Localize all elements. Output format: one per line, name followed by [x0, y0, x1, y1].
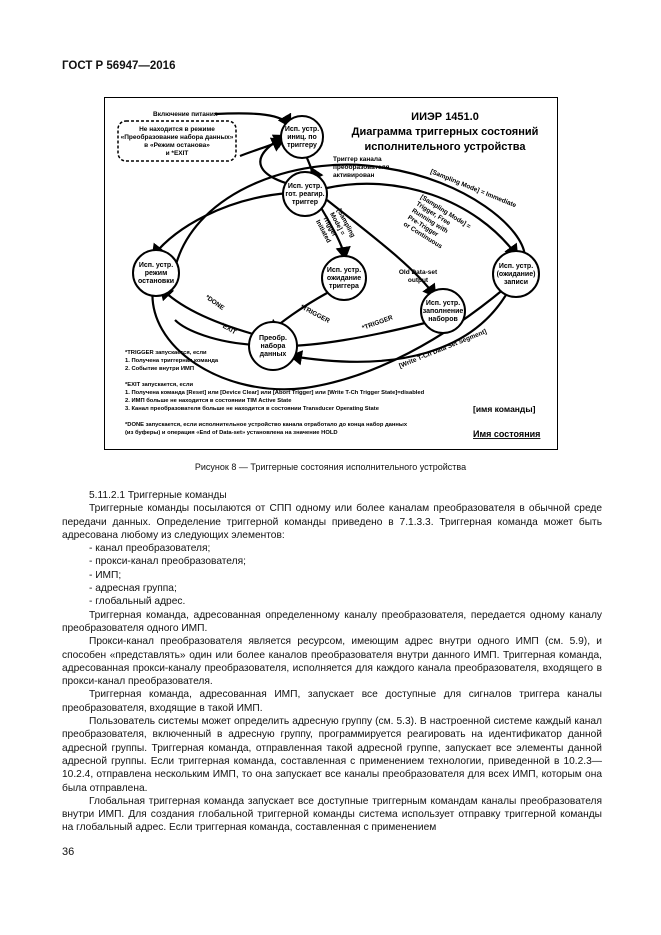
arc-ready-storage — [326, 182, 519, 258]
sampling-trigger-label: [Sampling Mode] =Trigger, FreeRunning wi… — [402, 194, 472, 258]
arc-ready-buffer — [326, 199, 437, 298]
standard-header: ГОСТ Р 56947—2016 — [62, 60, 176, 72]
page-number: 36 — [62, 846, 75, 858]
paragraph: Пользователь системы может определить ад… — [62, 716, 602, 794]
done-note: *DONE запускается, если исполнительное у… — [125, 421, 408, 436]
arc-poweron — [214, 112, 292, 128]
arc-storage-transform — [288, 287, 511, 366]
list-item: - прокси-канал преобразователя; — [89, 556, 246, 568]
figure-caption: Рисунок 8 — Триггерные состояния исполни… — [194, 462, 467, 472]
state-ready-text: Исп. устр.гот. реагир.триггер — [285, 183, 324, 206]
paragraph: Триггерная команда, адресованная ИМП, за… — [62, 689, 602, 714]
trigger2-label: *TRIGGER — [361, 314, 394, 332]
arc-notinmode — [239, 137, 285, 158]
list-item: - канал преобразователя; — [89, 543, 211, 555]
exit-label: *EXIT — [219, 322, 237, 337]
arc-transform-rest — [159, 286, 254, 336]
power-on-label: Включение питания — [153, 111, 218, 118]
section-title: 5.11.2.1 Триггерные команды — [89, 490, 227, 501]
body-text: 5.11.2.1 Триггерные команды Триггерные к… — [62, 489, 602, 835]
state-waiting — [321, 255, 367, 301]
cmd-name-legend: [имя команды] — [473, 404, 536, 414]
sampling-immediate-label: [Sampling Mode] = Immediate — [429, 168, 517, 209]
paragraph: Триггерная команда, адресованная определ… — [62, 609, 602, 634]
not-in-mode-label: Не находится в режиме«Преобразование наб… — [121, 126, 234, 157]
paragraph: Триггерные команды посылаются от СПП одн… — [62, 503, 602, 541]
sampling-mode-small-label: [SamplingMode] =TriggerInitiated — [314, 208, 356, 250]
done-label: *DONE — [204, 294, 226, 312]
trigger1-label: *TRIGGER — [299, 304, 331, 325]
state-storage — [492, 250, 540, 298]
state-init — [280, 115, 324, 159]
paragraph: Прокси-канал преобразователя является ре… — [62, 636, 602, 688]
list-item: - глобальный адрес. — [89, 596, 186, 608]
state-transform — [248, 321, 298, 371]
paragraph: Глобальная триггерная команда запускает … — [62, 795, 602, 834]
state-rest — [132, 249, 180, 297]
state-buffer — [420, 288, 466, 334]
list-item: - адресная группа; — [89, 583, 177, 595]
state-name-legend: Имя состояния — [473, 429, 540, 439]
state-storage-text: Исп. устр.(ожидание)записи — [497, 263, 536, 286]
arc-buffer-transform — [282, 321, 426, 354]
arc-right-loop — [173, 163, 527, 269]
arc-ready-waiting — [319, 205, 351, 261]
list-item: - ИМП; — [89, 569, 122, 581]
arc-exit — [174, 319, 258, 347]
state-ready — [282, 171, 328, 217]
not-in-mode-box — [117, 120, 237, 162]
